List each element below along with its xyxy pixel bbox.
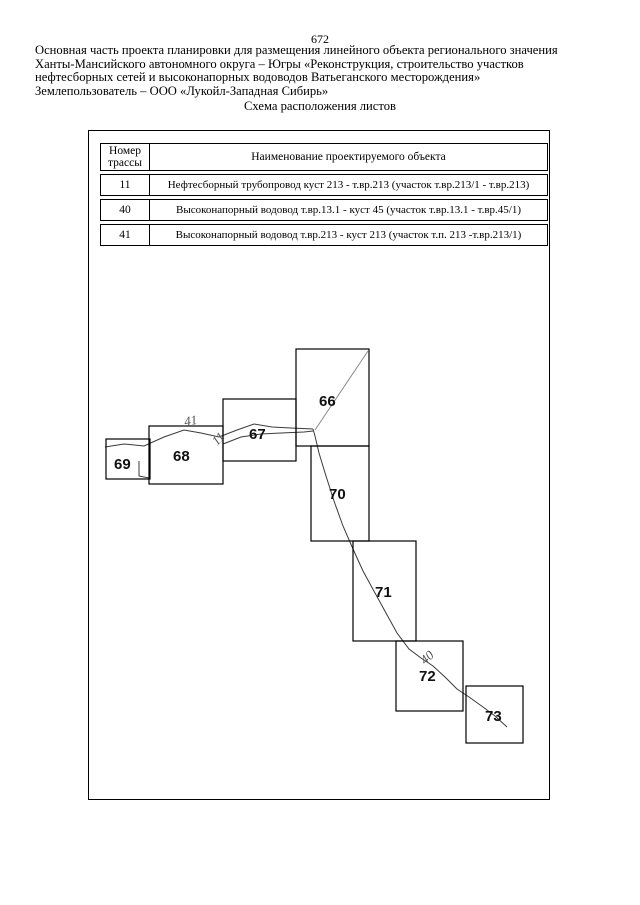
table-row: 11 Нефтесборный трубопровод куст 213 - т…	[100, 174, 548, 196]
route-number-cell: 11	[100, 174, 149, 196]
col-header-object-name: Наименование проектируемого объекта	[149, 143, 548, 171]
route-number-cell: 40	[100, 199, 149, 221]
sheet-label-69: 69	[114, 456, 131, 473]
object-name-cell: Нефтесборный трубопровод куст 213 - т.вр…	[149, 174, 548, 196]
scheme-frame: 66 67 68 69 70 71 72 73 41 11 40 Номер т…	[88, 130, 550, 800]
sheet-label-68: 68	[173, 448, 190, 465]
sheet-rect-71	[352, 540, 417, 642]
route-label-40: 40	[417, 647, 437, 667]
pipeline-diagonal-sheet-66	[314, 350, 369, 431]
pipeline-route-40	[312, 428, 508, 728]
sheet-rect-72	[395, 640, 464, 712]
sheet-label-70: 70	[329, 486, 346, 503]
table-header-row: Номер трассы Наименование проектируемого…	[100, 143, 548, 171]
header-line-4: Землепользователь – ООО «Лукойл-Западная…	[35, 83, 329, 98]
sheet-label-71: 71	[375, 584, 392, 601]
pipeline-route-11	[222, 430, 314, 445]
route-number-cell: 41	[100, 224, 149, 246]
table-row: 40 Высоконапорный водовод т.вр.13.1 - ку…	[100, 199, 548, 221]
col-header-route-number: Номер трассы	[100, 143, 149, 171]
page-number: 672	[311, 32, 329, 46]
sheet-rect-73	[465, 685, 524, 744]
sheet-label-72: 72	[419, 668, 436, 685]
sheet-label-66: 66	[319, 393, 336, 410]
pipeline-route-41	[104, 423, 314, 448]
object-name-cell: Высоконапорный водовод т.вр.13.1 - куст …	[149, 199, 548, 221]
object-name-cell: Высоконапорный водовод т.вр.213 - куст 2…	[149, 224, 548, 246]
table-row: 41 Высоконапорный водовод т.вр.213 - кус…	[100, 224, 548, 246]
sheet-layout-diagram: 66 67 68 69 70 71 72 73 41 11 40	[104, 348, 524, 744]
scheme-subtitle: Схема расположения листов	[244, 99, 396, 113]
sheet-rect-70	[310, 445, 370, 542]
route-label-11: 11	[209, 429, 228, 448]
sheet-rect-69	[105, 438, 151, 480]
route-label-41: 41	[183, 412, 198, 429]
header-line-2: Ханты-Мансийского автономного округа – Ю…	[35, 56, 524, 71]
pipeline-hook-sheet-69	[138, 461, 150, 479]
sheet-rect-68	[148, 425, 224, 485]
sheet-label-67: 67	[249, 426, 266, 443]
header-paragraph: Основная часть проекта планировки для ра…	[35, 43, 610, 98]
sheet-label-73: 73	[485, 708, 502, 725]
routes-table: Номер трассы Наименование проектируемого…	[100, 140, 548, 249]
header-line-3: нефтесборных сетей и высоконапорных водо…	[35, 70, 481, 85]
header-line-1: Основная часть проекта планировки для ра…	[35, 43, 558, 57]
